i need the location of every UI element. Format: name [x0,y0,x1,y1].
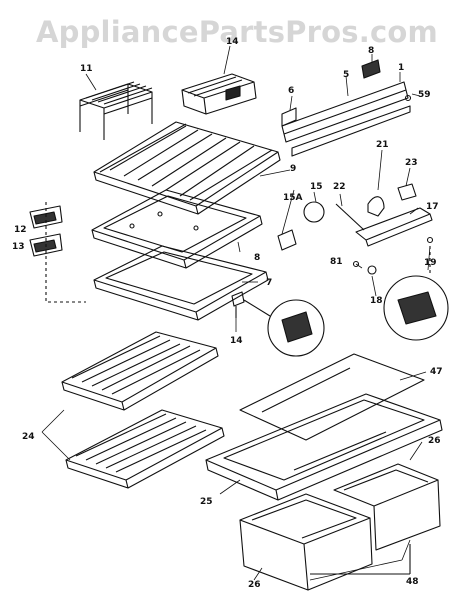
callout-11: 11 [80,64,93,74]
callout-18: 18 [370,296,383,306]
top-shelf-part [93,121,281,215]
callout-25: 25 [200,497,213,507]
callout-9: 9 [290,164,297,174]
storage-tray-part [181,73,257,115]
callout-8-top: 8 [368,46,375,56]
callout-12: 12 [14,225,27,235]
callout-15a: 15A [283,193,303,203]
callout-5: 5 [343,70,350,80]
crisper-cover-glass-part [239,353,425,441]
callout-26-left: 26 [248,580,261,590]
crisper-frame-part [205,393,443,501]
callout-8-mid: 8 [254,253,261,263]
control-detail-callout [383,246,449,341]
callout-24: 24 [22,432,35,442]
callout-48: 48 [406,577,419,587]
callout-19: 19 [424,258,437,268]
crisper-drawers-part [239,463,441,591]
callout-17: 17 [426,202,439,212]
callout-15: 15 [310,182,323,192]
callout-14-top: 14 [226,37,239,47]
callout-13: 13 [12,242,25,252]
callout-26-right: 26 [428,436,441,446]
callout-6: 6 [288,86,295,96]
light-control-part [277,183,434,275]
wire-rack-part [79,81,153,140]
door-bins-part [29,202,86,303]
callout-23: 23 [405,158,418,168]
callout-21: 21 [376,140,389,150]
callout-81: 81 [330,257,343,267]
wire-shelves-part [61,331,225,489]
callout-1: 1 [398,63,405,73]
callout-22: 22 [333,182,346,192]
callout-59: 59 [418,90,431,100]
leader-lines [41,45,431,581]
switch-detail-callout [231,291,325,357]
rail-assembly-part [281,59,412,157]
watermark: AppliancePartsPros.com [36,15,438,49]
callout-14-lower: 14 [230,336,243,346]
callout-7: 7 [266,278,273,288]
shelf-frame-part [91,189,269,321]
callout-47: 47 [430,367,443,377]
